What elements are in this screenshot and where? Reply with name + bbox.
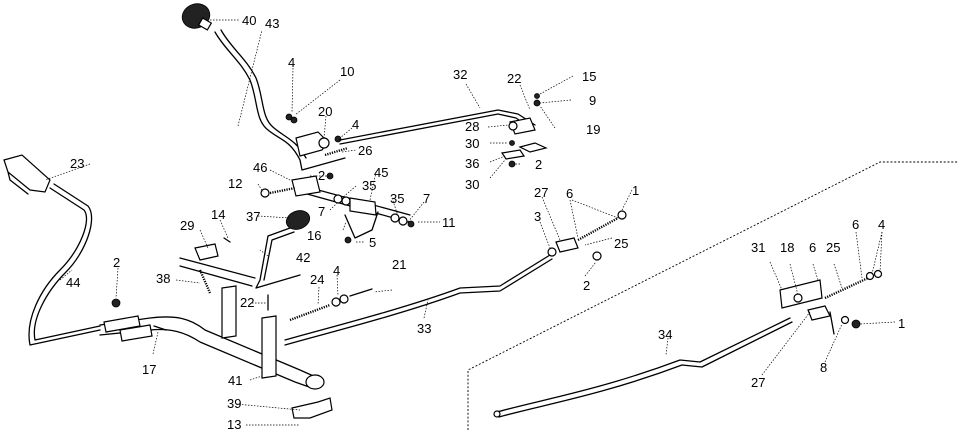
spring-assembly-part-25-right <box>779 269 883 335</box>
callout-38: 38 <box>156 271 170 286</box>
callout-28: 28 <box>465 119 479 134</box>
callout-6: 6 <box>809 240 816 255</box>
callout-1: 1 <box>898 316 905 331</box>
nut-part-2-left <box>111 298 121 308</box>
callout-45: 45 <box>374 165 388 180</box>
callout-2: 2 <box>113 255 120 270</box>
spring-part-24 <box>289 288 373 322</box>
shaft-45-assembly <box>260 172 415 244</box>
pad-part-37 <box>285 210 311 230</box>
callout-12: 12 <box>228 176 242 191</box>
lever-knob-part-40 <box>181 3 213 31</box>
callout-6: 6 <box>852 217 859 232</box>
callout-3: 3 <box>534 209 541 224</box>
callout-4: 4 <box>352 117 359 132</box>
callout-41: 41 <box>228 373 242 388</box>
callout-4: 4 <box>333 263 340 278</box>
spring-part-38 <box>198 269 212 294</box>
callout-10: 10 <box>340 64 354 79</box>
lever-arm-part-42 <box>179 227 301 289</box>
callout-33: 33 <box>417 321 431 336</box>
callout-27: 27 <box>751 375 765 390</box>
callout-5: 5 <box>369 235 376 250</box>
callout-35: 35 <box>362 178 376 193</box>
callout-2: 2 <box>583 278 590 293</box>
callout-4: 4 <box>878 217 885 232</box>
callout-17: 17 <box>142 362 156 377</box>
callout-36: 36 <box>465 156 479 171</box>
callout-6: 6 <box>566 186 573 201</box>
clip-parts-14-29 <box>194 237 231 261</box>
callout-15: 15 <box>582 69 596 84</box>
leader-lines <box>44 19 896 426</box>
callout-1: 1 <box>632 183 639 198</box>
callout-20: 20 <box>318 104 332 119</box>
kit-boundary-line <box>467 161 958 430</box>
callout-labels: 40 43 4 10 20 4 26 32 22 15 9 19 28 30 3… <box>66 13 905 432</box>
callout-46: 46 <box>253 160 267 175</box>
callout-22: 22 <box>240 295 254 310</box>
callout-13: 13 <box>227 417 241 432</box>
pedal-part-23 <box>3 154 51 195</box>
callout-14: 14 <box>211 207 225 222</box>
rod-part-44 <box>28 183 101 346</box>
callout-7: 7 <box>318 204 325 219</box>
callout-18: 18 <box>780 240 794 255</box>
callout-43: 43 <box>265 16 279 31</box>
callout-25: 25 <box>614 236 628 251</box>
lever-bracket-assembly <box>285 113 349 157</box>
cross-shaft-part-41 <box>99 285 325 390</box>
rod-part-34 <box>493 317 793 418</box>
callout-29: 29 <box>180 218 194 233</box>
callout-39: 39 <box>227 396 241 411</box>
callout-16: 16 <box>307 228 321 243</box>
callout-32: 32 <box>453 67 467 82</box>
callout-9: 9 <box>589 93 596 108</box>
callout-2: 2 <box>535 157 542 172</box>
callout-42: 42 <box>296 250 310 265</box>
callout-30: 30 <box>465 136 479 151</box>
spring-assembly-part-25-mid <box>547 210 627 261</box>
callout-40: 40 <box>242 13 256 28</box>
callout-19: 19 <box>586 122 600 137</box>
callout-24: 24 <box>310 272 324 287</box>
callout-27: 27 <box>534 185 548 200</box>
rod-part-32 <box>339 109 536 145</box>
callout-11: 11 <box>442 215 456 230</box>
callout-4: 4 <box>288 55 295 70</box>
callout-2: 2 <box>318 168 325 183</box>
callout-26: 26 <box>358 143 372 158</box>
callout-25: 25 <box>826 240 840 255</box>
bolt-part-17 <box>153 325 167 331</box>
rod-part-33 <box>284 254 553 346</box>
callout-37: 37 <box>246 209 260 224</box>
callout-22: 22 <box>507 71 521 86</box>
callout-21: 21 <box>392 257 406 272</box>
callout-23: 23 <box>70 156 84 171</box>
callout-31: 31 <box>751 240 765 255</box>
rod-32-end-hardware <box>500 93 548 168</box>
gear-lever-part-43 <box>214 29 346 171</box>
callout-34: 34 <box>658 327 672 342</box>
callout-35: 35 <box>390 191 404 206</box>
callout-7: 7 <box>423 191 430 206</box>
callout-44: 44 <box>66 275 80 290</box>
callout-30: 30 <box>465 177 479 192</box>
callout-8: 8 <box>820 360 827 375</box>
foot-plate-part-39 <box>291 397 333 419</box>
